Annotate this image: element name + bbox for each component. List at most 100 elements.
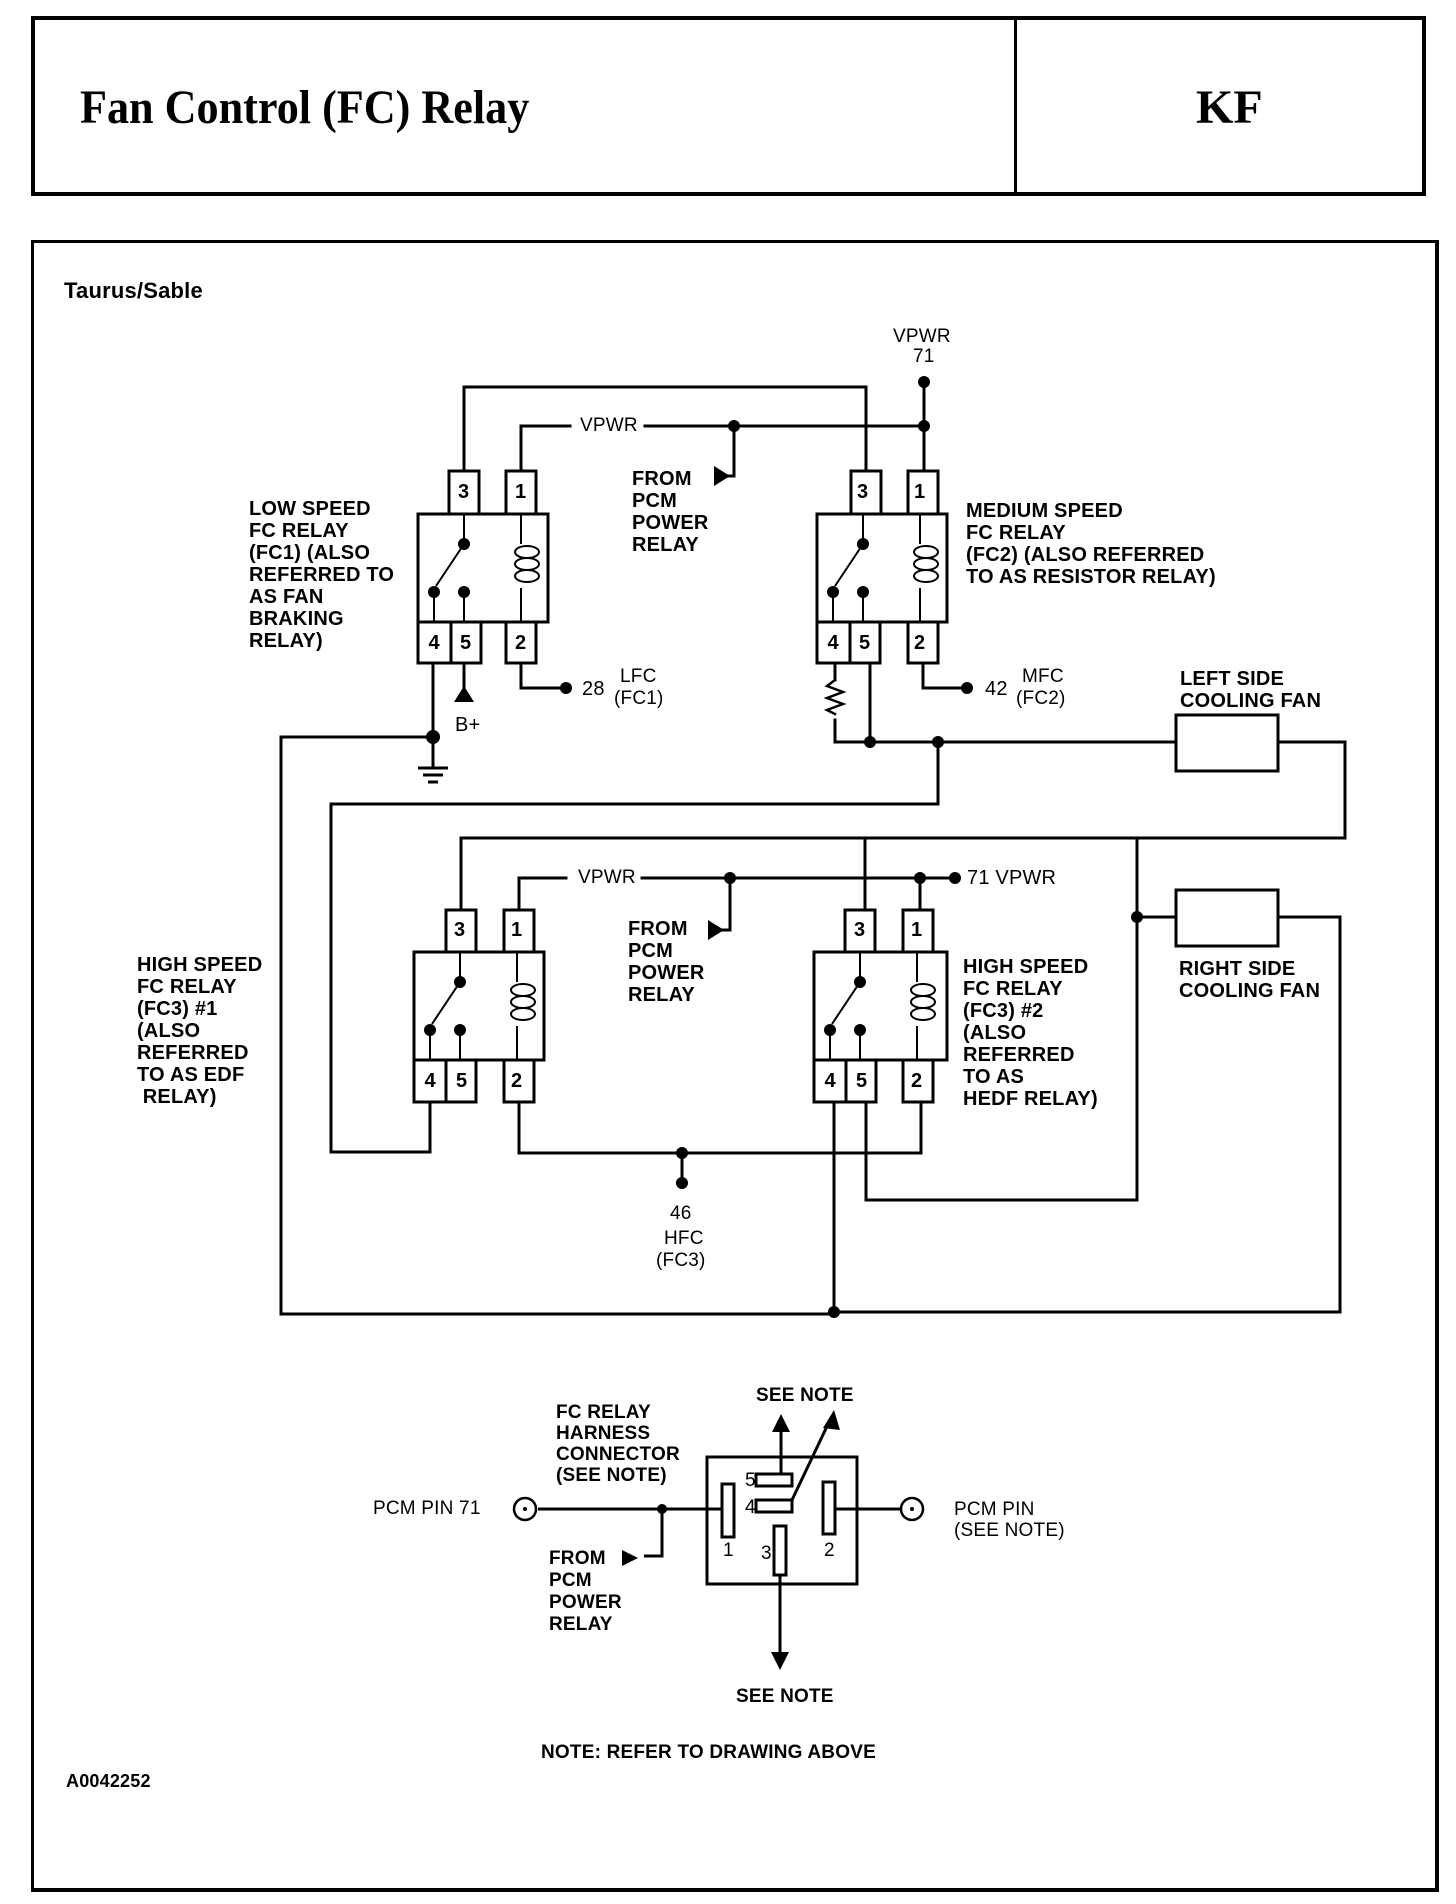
relay-pin-label: 4 (428, 632, 440, 654)
relay-fc3-2-label: HIGH SPEED FC RELAY (FC3) #2 (ALSO REFER… (963, 956, 1098, 1110)
vpwr-label-lower: VPWR (578, 867, 636, 888)
left-cooling-fan (1174, 713, 1280, 773)
terminal-mfc (961, 682, 973, 694)
connector-note: NOTE: REFER TO DRAWING ABOVE (541, 1742, 876, 1763)
lfc-sub: (FC1) (614, 688, 664, 709)
relay-bodies (412, 469, 1280, 1104)
relay-pin-label: 4 (827, 632, 839, 654)
junction-from-pcm-lower (724, 872, 736, 884)
lfc-pin: 28 (582, 678, 605, 700)
terminal-lfc (560, 682, 572, 694)
wire-fc1-pin1-vpwr (519, 424, 572, 476)
relay-switch-arm (834, 543, 864, 587)
figure-id: A0042252 (66, 1771, 151, 1791)
relay-fc2-label: MEDIUM SPEED FC RELAY (FC2) (ALSO REFERR… (966, 500, 1216, 588)
from-pcm-arrow-lower-icon (708, 920, 724, 940)
relay-pin-label: 5 (460, 632, 472, 654)
terminal-vpwr71-lower (949, 872, 961, 884)
relay-pin-label: 3 (458, 481, 470, 503)
relay-pin-label: 1 (911, 919, 923, 941)
wire-fc2-resistor (823, 678, 847, 716)
relay-pin-label: 2 (914, 632, 926, 654)
mfc-name: MFC (1022, 666, 1064, 687)
header-divider (1014, 16, 1017, 196)
junction-fc3-2-pin1 (914, 872, 926, 884)
hfc-pin: 46 (670, 1203, 692, 1224)
relay-fc3-2-pin1 (901, 908, 935, 954)
connector-body (705, 1455, 859, 1586)
b-plus-arrow-icon (454, 686, 474, 702)
relay-fc2-pin3 (849, 469, 883, 516)
connector-label: FC RELAY HARNESS CONNECTOR (SEE NOTE) (556, 1402, 680, 1486)
junction-fc2-pin5 (864, 736, 876, 748)
pcm-pin-71-label: PCM PIN 71 (373, 1498, 481, 1519)
vpwr71-lower-label: 71 VPWR (967, 867, 1057, 889)
relay-fc2-pin4 (815, 620, 852, 665)
junction-vpwr-top-bus (918, 420, 930, 432)
connector-from-pcm-label: FROM PCM POWER RELAY (549, 1548, 622, 1635)
see-note-up-arrow-icon (772, 1414, 790, 1432)
relay-pin-label: 1 (515, 481, 527, 503)
relay-switch-arm (435, 543, 465, 587)
junction-bottom-bus (828, 1306, 840, 1318)
junction-ground (426, 730, 440, 744)
relay-fc1-body (416, 512, 550, 624)
relay-fc2-pin1 (906, 469, 940, 516)
relay-fc2-pin2 (906, 620, 940, 665)
connector-junction (657, 1504, 667, 1514)
relay-coil-icon (514, 569, 540, 583)
right-cooling-fan (1174, 888, 1280, 948)
relay-fc1-pin2 (504, 620, 538, 665)
relay-pin-label: 3 (454, 919, 466, 941)
wire-fc3-1-pin1-vpwr (517, 876, 568, 919)
wire-hfc-bus (517, 1096, 923, 1155)
relay-fc3-2-pin3 (843, 908, 877, 954)
relay-pin-label: 5 (859, 632, 871, 654)
relay-pin-label: 4 (824, 1070, 836, 1092)
vpwr-top-label: VPWR (893, 326, 951, 347)
wire-fc1-pin3-to-fc2-pin3 (462, 385, 868, 476)
see-note-bottom: SEE NOTE (736, 1686, 834, 1707)
from-pcm-arrow-top-icon (714, 466, 730, 486)
ground-icon (418, 766, 448, 784)
see-note-down-arrow-icon (771, 1652, 789, 1670)
connector-wire-pin4-up (790, 1419, 832, 1501)
junction-fan-bus (932, 736, 944, 748)
relay-pin-label: 5 (456, 1070, 468, 1092)
section-code: KF (1196, 81, 1263, 134)
relay-fc3-1-body (412, 950, 546, 1062)
page-title: Fan Control (FC) Relay (80, 81, 530, 134)
vehicle-label: Taurus/Sable (64, 278, 203, 303)
pcm-pin-71-terminal (512, 1496, 538, 1522)
vpwr-label-top: VPWR (580, 415, 638, 436)
mfc-sub: (FC2) (1016, 688, 1066, 709)
junction-from-pcm-top (728, 420, 740, 432)
left-fan-label: LEFT SIDE COOLING FAN (1180, 668, 1322, 712)
relay-fc3-1-pin3 (444, 908, 478, 954)
wire-from-pcm-top (720, 424, 736, 478)
see-note-top: SEE NOTE (756, 1385, 854, 1406)
relay-pin-label: 1 (914, 481, 926, 503)
junctions (426, 376, 1143, 1318)
wire-bus-down-to-fc3-1-pin4 (329, 740, 940, 1154)
relay-fc3-1-pin2 (502, 1058, 536, 1104)
relay-pin-label: 3 (857, 481, 869, 503)
diagram-frame (31, 240, 1439, 1892)
connector-view (512, 1419, 925, 1660)
pcm-pin-right-label: PCM PIN (SEE NOTE) (954, 1499, 1065, 1541)
header-box (31, 16, 1426, 196)
connector-pin5 (754, 1472, 794, 1488)
relay-coil-icon (510, 1007, 536, 1021)
relay-switch-arm (431, 981, 461, 1025)
junction-hfc (676, 1147, 688, 1159)
wire-fc2-resistor-bottom (833, 718, 872, 744)
relay-pin-label: 4 (424, 1070, 436, 1092)
wire-fc3-1-pin3-bus (459, 836, 1139, 1202)
relay-fc1-pin1 (504, 469, 538, 516)
mfc-pin: 42 (985, 678, 1008, 700)
right-fan-label: RIGHT SIDE COOLING FAN (1179, 958, 1321, 1002)
hfc-sub: (FC3) (656, 1250, 706, 1271)
lfc-name: LFC (620, 666, 657, 687)
connector-pin4 (754, 1498, 794, 1514)
